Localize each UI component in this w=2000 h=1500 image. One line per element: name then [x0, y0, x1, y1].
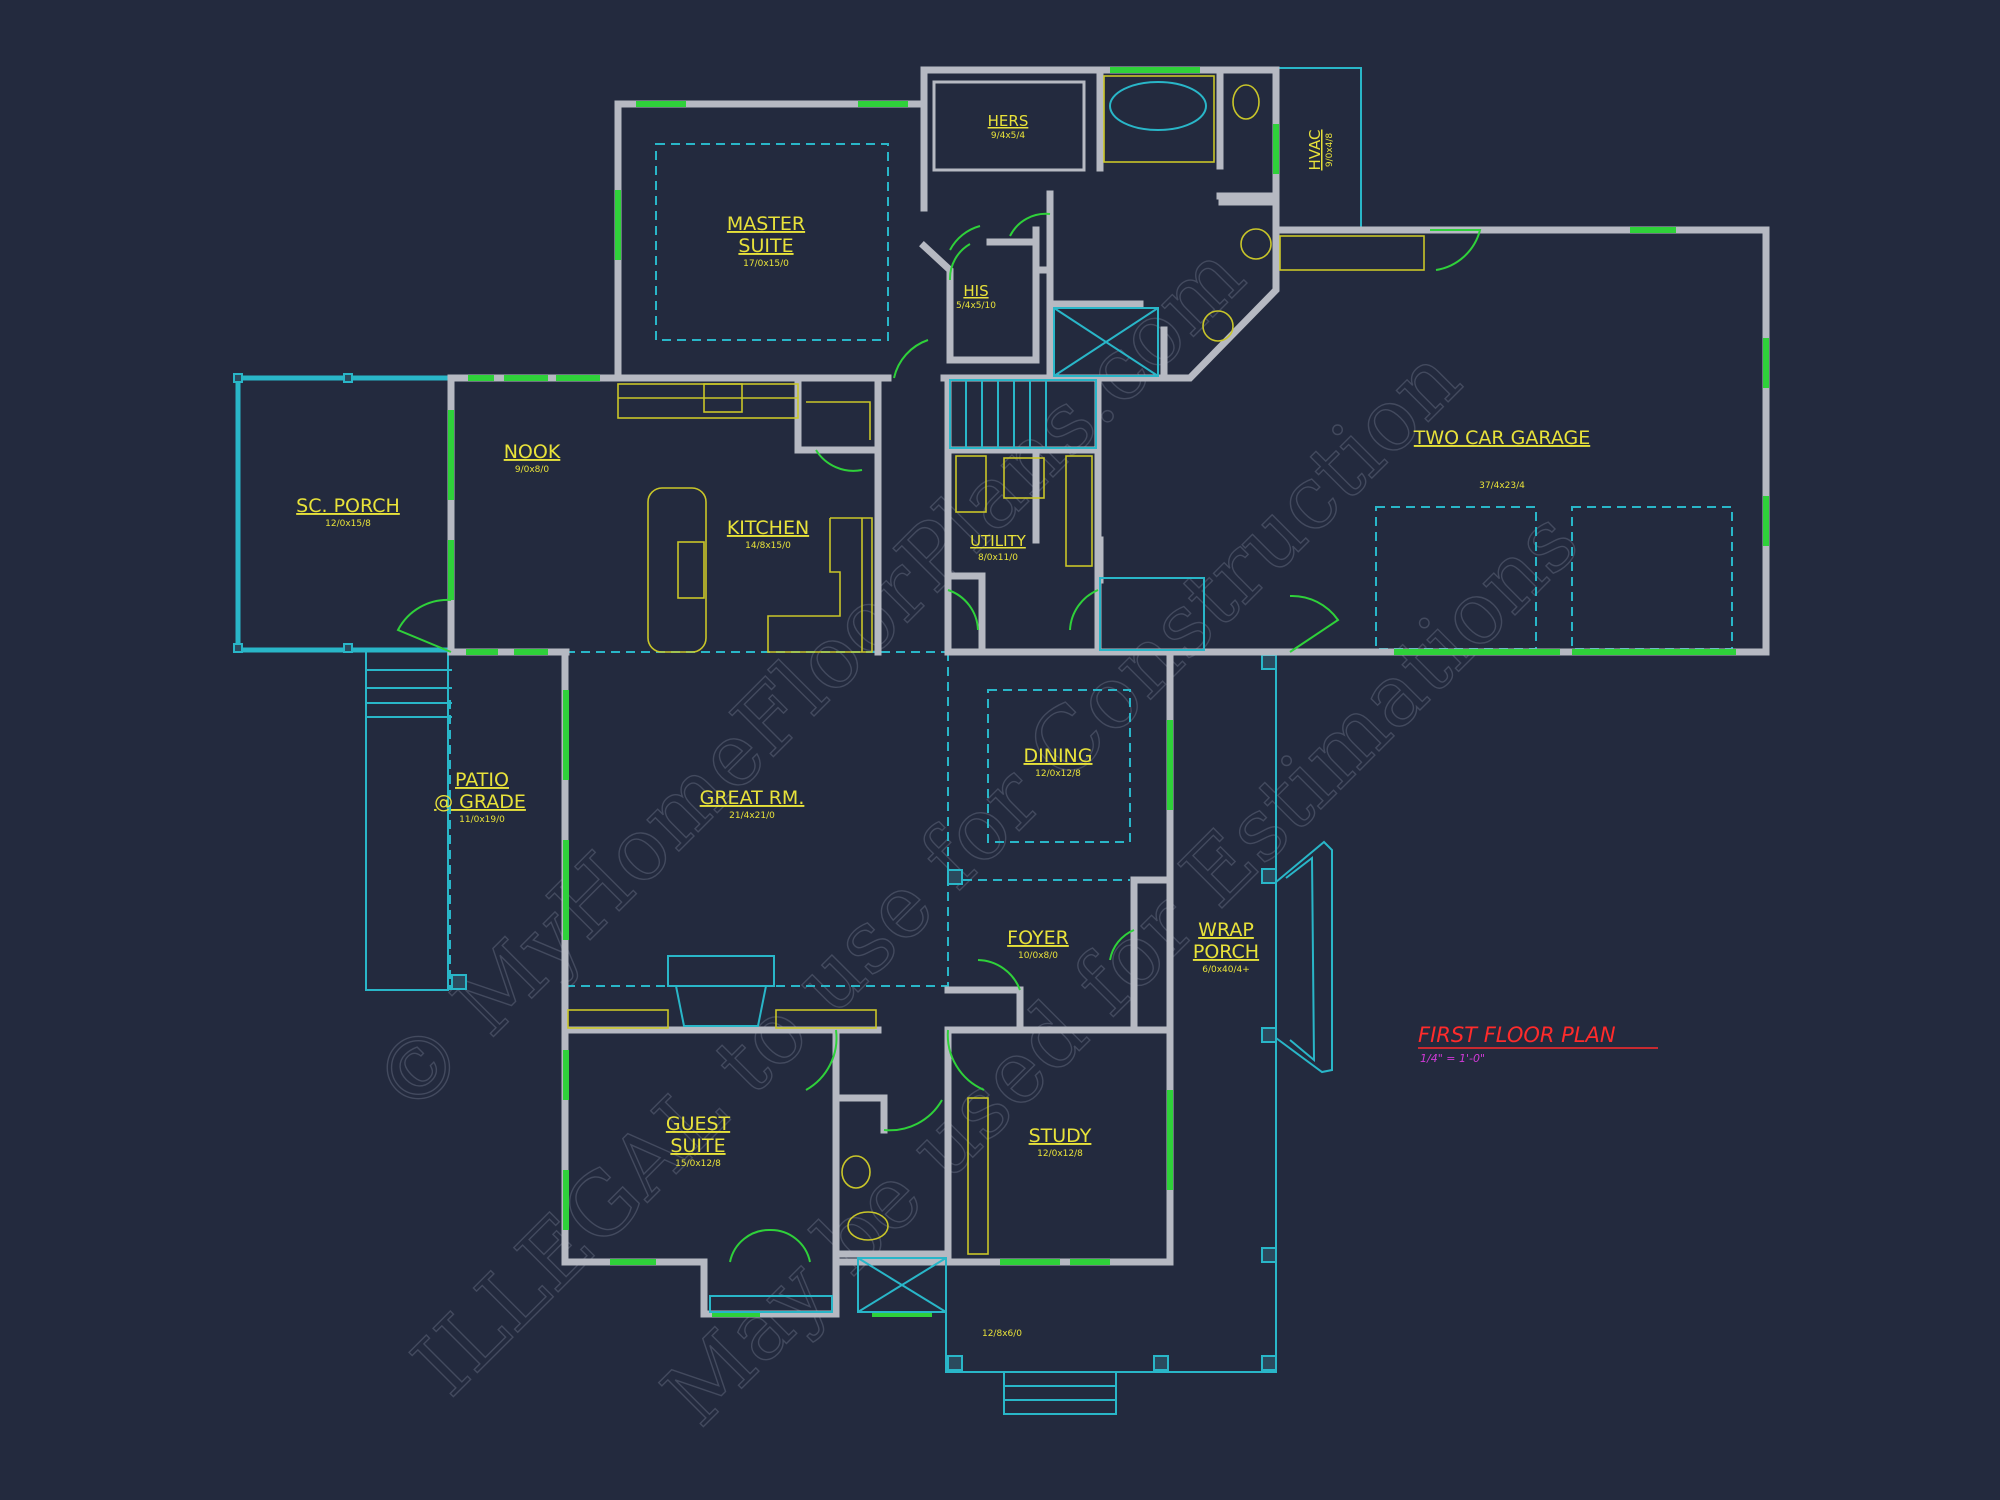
study-dims: 12/0x12/8 — [1037, 1149, 1083, 1159]
post — [1261, 1247, 1277, 1263]
wrap-porch-bay-inner — [1285, 855, 1316, 1063]
wrap-porch-dims: 6/0x40/4+ — [1202, 965, 1250, 975]
wrap-porch-bay — [1275, 840, 1333, 1074]
guest-shower — [857, 1257, 947, 1313]
patio-outline — [365, 649, 449, 991]
plan-title-block: FIRST FLOOR PLAN 1/4" = 1'-0" — [1418, 1023, 1658, 1065]
post — [1261, 1355, 1277, 1371]
kitchen-island — [647, 487, 707, 653]
hvac-group: HVAC 9/0x4/8 — [1306, 129, 1335, 170]
foyer-label: FOYER — [1007, 927, 1069, 949]
dining-label: DINING — [1024, 745, 1093, 767]
his-closet-label: HIS — [963, 282, 988, 300]
post — [1261, 654, 1277, 670]
fixtures — [567, 75, 1425, 1313]
doors — [396, 212, 1482, 1263]
great-room-label: GREAT RM. — [700, 787, 805, 809]
front-steps — [1003, 1371, 1117, 1415]
great-room-dims: 21/4x21/0 — [729, 811, 775, 821]
sc-porch-dims: 12/0x15/8 — [325, 519, 371, 529]
hers-closet-dims: 9/4x5/4 — [991, 131, 1026, 141]
dining-dims: 12/0x12/8 — [1035, 769, 1081, 779]
guest-suite-dims: 15/0x12/8 — [675, 1159, 721, 1169]
plan-scale: 1/4" = 1'-0" — [1420, 1052, 1485, 1065]
windows — [448, 67, 1769, 1317]
plan-title: FIRST FLOOR PLAN — [1418, 1023, 1616, 1047]
master-suite-label-1: MASTER — [727, 213, 805, 235]
master-shower — [1053, 307, 1159, 377]
post — [1261, 1027, 1277, 1043]
sc-porch-label: SC. PORCH — [296, 495, 400, 517]
post — [1153, 1355, 1169, 1371]
garage-dims: 37/4x23/4 — [1479, 481, 1525, 491]
wrap-porch-label-2: PORCH — [1193, 941, 1259, 963]
his-closet-dims: 5/4x5/10 — [956, 301, 996, 311]
guest-toilet — [847, 1211, 889, 1241]
guest-sink — [841, 1155, 871, 1189]
kitchen-dims: 14/8x15/0 — [745, 541, 791, 551]
nook-label: NOOK — [504, 441, 561, 463]
post — [947, 1355, 963, 1371]
patio-steps — [366, 669, 452, 718]
utility-sink — [1003, 457, 1045, 499]
nook-dims: 9/0x8/0 — [515, 465, 550, 475]
master-sink-2 — [1202, 310, 1234, 342]
patio-label-1: PATIO — [455, 769, 509, 791]
kitchen-label: KITCHEN — [727, 517, 809, 539]
room-labels: MASTER SUITE 17/0x15/0 HERS 9/4x5/4 HIS … — [296, 112, 1590, 1339]
master-toilet — [1232, 84, 1260, 120]
island-sink — [677, 541, 705, 599]
fireplace-hearth — [674, 985, 768, 1027]
master-sink-1 — [1240, 228, 1272, 260]
patio-label-2: @ GRADE — [434, 791, 526, 813]
stairs — [949, 379, 1097, 449]
bathtub — [1109, 81, 1207, 131]
kitchen-sink — [703, 383, 743, 413]
hers-closet-label: HERS — [988, 112, 1029, 130]
master-tray — [655, 143, 889, 341]
garage-label: TWO CAR GARAGE — [1413, 427, 1590, 449]
front-porch-dims: 12/8x6/0 — [982, 1329, 1022, 1339]
hvac-dims: 9/0x4/8 — [1325, 133, 1335, 168]
dining-tray — [987, 689, 1131, 843]
wrap-porch-label-1: WRAP — [1198, 919, 1254, 941]
foyer-dims: 10/0x8/0 — [1018, 951, 1058, 961]
post — [451, 974, 467, 990]
post — [1261, 868, 1277, 884]
garage-door-right — [1571, 506, 1733, 650]
guest-suite-label-2: SUITE — [670, 1135, 725, 1157]
hvac-label: HVAC — [1306, 129, 1324, 170]
utility-label: UTILITY — [970, 532, 1027, 550]
master-suite-dims: 17/0x15/0 — [743, 259, 789, 269]
guest-suite-label-1: GUEST — [666, 1113, 731, 1135]
porch-posts — [233, 373, 1277, 1371]
study-label: STUDY — [1029, 1125, 1092, 1147]
master-suite-label-2: SUITE — [738, 235, 793, 257]
post — [947, 869, 963, 885]
porch-outlines — [235, 67, 1733, 1415]
patio-dims: 11/0x19/0 — [459, 815, 505, 825]
utility-dims: 8/0x11/0 — [978, 553, 1018, 563]
